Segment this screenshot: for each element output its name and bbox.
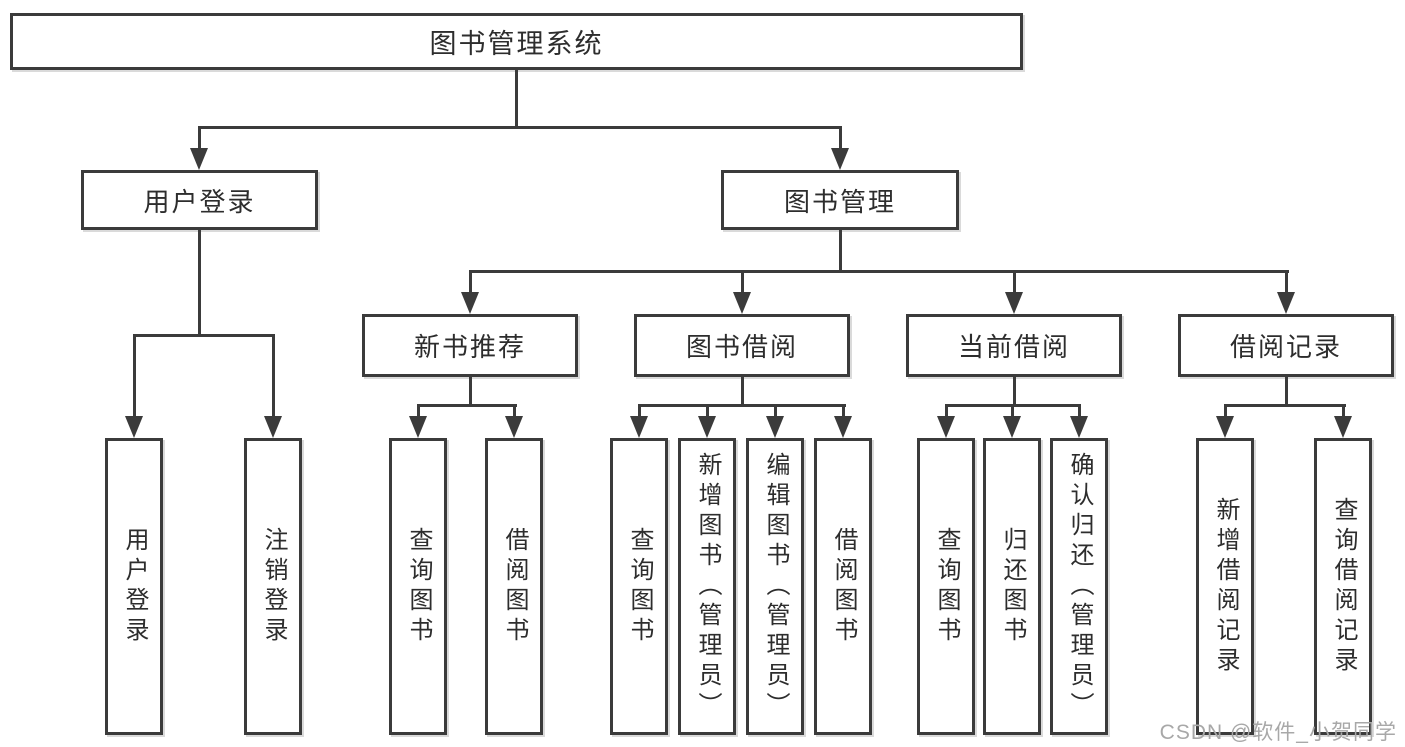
arrow-down-icon: [190, 148, 208, 170]
leaf-borrow-add-books-admin-label: 新增图书（管理员）: [694, 451, 721, 722]
connector-line: [842, 404, 845, 418]
arrow-down-icon: [766, 416, 784, 438]
leaf-borrow-edit-books-admin: 编辑图书（管理员）: [746, 438, 804, 735]
leaf-records-add-record-label: 新增借阅记录: [1212, 496, 1239, 677]
leaf-current-query-books: 查询图书: [917, 438, 975, 735]
connector-line: [1342, 404, 1345, 418]
node-root: 图书管理系统: [10, 13, 1023, 70]
connector-line: [515, 70, 518, 127]
leaf-newrec-borrow-books-label: 借阅图书: [501, 526, 528, 647]
node-user-login-label: 用户登录: [143, 186, 256, 217]
connector-line: [198, 126, 842, 129]
arrow-down-icon: [1277, 292, 1295, 314]
connector-line: [272, 334, 275, 416]
arrow-down-icon: [831, 148, 849, 170]
arrow-down-icon: [264, 416, 282, 438]
connector-line: [1013, 377, 1016, 406]
arrow-down-icon: [1005, 292, 1023, 314]
leaf-records-query-record: 查询借阅记录: [1314, 438, 1372, 735]
leaf-borrow-query-books: 查询图书: [610, 438, 668, 735]
leaf-logout: 注销登录: [244, 438, 302, 735]
connector-line: [839, 230, 842, 272]
node-book-borrow-label: 图书借阅: [685, 332, 798, 362]
connector-line: [1078, 404, 1081, 418]
connector-line: [1224, 404, 1227, 418]
leaf-current-query-books-label: 查询图书: [933, 526, 960, 647]
leaf-current-return-books-label: 归还图书: [999, 526, 1026, 647]
connector-line: [638, 404, 846, 407]
leaf-current-confirm-return-admin: 确认归还（管理员）: [1050, 438, 1108, 735]
arrow-down-icon: [834, 416, 852, 438]
leaf-logout-label: 注销登录: [260, 526, 287, 647]
node-book-management-label: 图书管理: [783, 186, 896, 217]
arrow-down-icon: [461, 292, 479, 314]
connector-line: [513, 404, 516, 418]
node-new-book-recommend: 新书推荐: [362, 314, 578, 377]
arrow-down-icon: [1003, 416, 1021, 438]
leaf-current-confirm-return-admin-label: 确认归还（管理员）: [1066, 451, 1093, 722]
connector-line: [839, 126, 842, 152]
connector-line: [198, 126, 201, 152]
node-borrow-records: 借阅记录: [1178, 314, 1394, 377]
arrow-down-icon: [125, 416, 143, 438]
arrow-down-icon: [1216, 416, 1234, 438]
connector-line: [417, 404, 420, 418]
node-borrow-records-label: 借阅记录: [1229, 332, 1342, 362]
leaf-user-login-label: 用户登录: [121, 526, 148, 647]
arrow-down-icon: [1334, 416, 1352, 438]
connector-line: [469, 377, 472, 406]
leaf-records-add-record: 新增借阅记录: [1196, 438, 1254, 735]
node-book-management: 图书管理: [721, 170, 959, 230]
connector-line: [1285, 377, 1288, 406]
arrow-down-icon: [733, 292, 751, 314]
node-root-label: 图书管理系统: [429, 29, 604, 59]
connector-line: [774, 404, 777, 418]
connector-line: [1011, 404, 1014, 418]
connector-line: [741, 270, 744, 296]
connector-line: [1013, 270, 1016, 296]
arrow-down-icon: [409, 416, 427, 438]
leaf-records-query-record-label: 查询借阅记录: [1330, 496, 1357, 677]
leaf-borrow-edit-books-admin-label: 编辑图书（管理员）: [762, 451, 789, 722]
connector-line: [945, 404, 948, 418]
connector-line: [133, 334, 275, 337]
leaf-current-return-books: 归还图书: [983, 438, 1041, 735]
csdn-watermark: CSDN @软件_小贺同学: [1159, 721, 1397, 744]
arrow-down-icon: [698, 416, 716, 438]
connector-line: [1224, 404, 1346, 407]
arrow-down-icon: [630, 416, 648, 438]
connector-line: [417, 404, 517, 407]
node-current-borrow-label: 当前借阅: [957, 332, 1070, 362]
leaf-newrec-query-books: 查询图书: [389, 438, 447, 735]
connector-line: [469, 270, 472, 296]
node-user-login: 用户登录: [81, 170, 318, 230]
connector-line: [638, 404, 641, 418]
leaf-borrow-borrow-books-label: 借阅图书: [830, 526, 857, 647]
connector-line: [741, 377, 744, 406]
connector-line: [133, 334, 136, 416]
leaf-newrec-query-books-label: 查询图书: [405, 526, 432, 647]
node-book-borrow: 图书借阅: [634, 314, 850, 377]
leaf-borrow-query-books-label: 查询图书: [626, 526, 653, 647]
leaf-user-login: 用户登录: [105, 438, 163, 735]
connector-line: [198, 230, 201, 336]
leaf-borrow-add-books-admin: 新增图书（管理员）: [678, 438, 736, 735]
node-new-book-recommend-label: 新书推荐: [413, 332, 526, 362]
node-current-borrow: 当前借阅: [906, 314, 1122, 377]
arrow-down-icon: [937, 416, 955, 438]
arrow-down-icon: [1070, 416, 1088, 438]
connector-line: [469, 270, 1289, 273]
connector-line: [706, 404, 709, 418]
leaf-newrec-borrow-books: 借阅图书: [485, 438, 543, 735]
connector-line: [1285, 270, 1288, 296]
leaf-borrow-borrow-books: 借阅图书: [814, 438, 872, 735]
arrow-down-icon: [505, 416, 523, 438]
